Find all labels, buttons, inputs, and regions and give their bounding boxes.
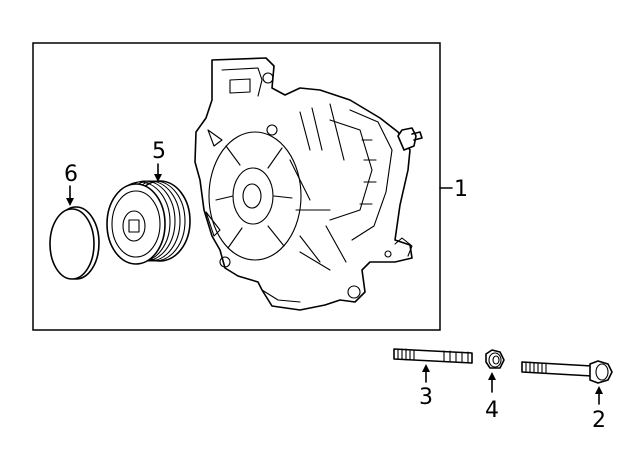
bolt-drawing[interactable] [521, 360, 613, 384]
cap-drawing[interactable] [49, 206, 100, 280]
stud-drawing[interactable] [393, 348, 473, 364]
callout-label-6: 6 [64, 162, 78, 187]
callout-label-4: 4 [485, 398, 499, 423]
callout-label-5: 5 [152, 139, 166, 164]
callout-label-1: 1 [454, 177, 468, 202]
callout-label-2: 2 [592, 408, 606, 433]
alternator-drawing[interactable] [194, 57, 423, 311]
callout-label-3: 3 [419, 385, 433, 410]
nut-drawing[interactable] [485, 349, 505, 369]
callout-6: 6 [64, 162, 78, 206]
callout-4: 4 [485, 372, 499, 423]
assembly-frame [32, 42, 441, 331]
callout-1: 1 [439, 177, 468, 202]
callout-5: 5 [152, 139, 166, 182]
pulley-drawing[interactable] [106, 180, 191, 265]
callout-3: 3 [419, 364, 433, 410]
callout-2: 2 [592, 386, 606, 433]
